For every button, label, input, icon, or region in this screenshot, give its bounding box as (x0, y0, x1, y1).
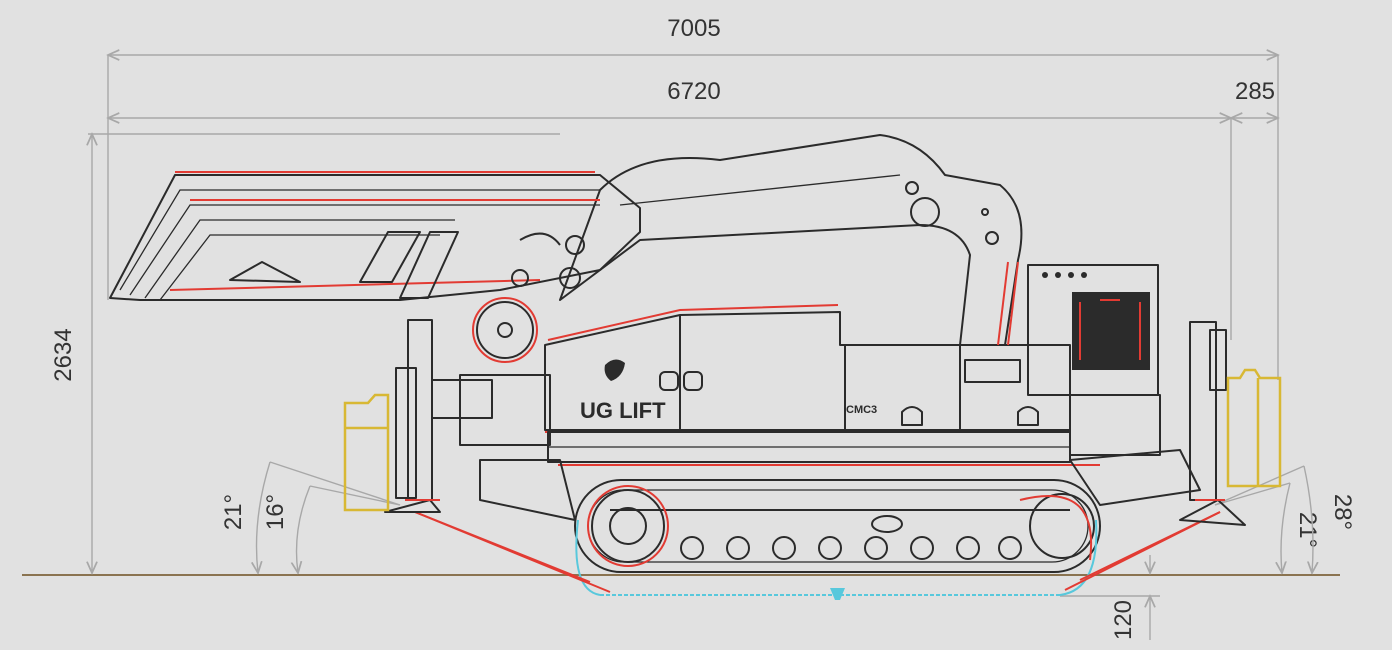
winch-assembly (459, 297, 551, 446)
dim-label-overall-length: 7005 (667, 15, 720, 42)
rear-control-box (1027, 264, 1161, 456)
angle-label-rear-inner: 21° (1294, 512, 1321, 548)
track-ground-profile (575, 519, 1098, 600)
angle-front-outer: 21° (220, 461, 401, 573)
spider-crane-illustration: UG LIFT CMC3 (109, 134, 1282, 600)
dim-label-ground-clearance: 120 (1110, 600, 1137, 640)
dim-label-height: 2634 (50, 328, 77, 381)
rear-outrigger (1179, 321, 1282, 526)
dimension-ground-clearance: 120 (1060, 555, 1160, 640)
angle-label-front-inner: 16° (262, 494, 289, 530)
angle-front-inner: 16° (262, 485, 401, 573)
main-boom (559, 134, 1023, 346)
front-outrigger-pad (343, 393, 390, 512)
rear-outrigger-pad (1226, 368, 1282, 488)
model-badge-text: CMC3 (846, 404, 877, 416)
track-rollers (680, 536, 1022, 560)
stability-lines (414, 511, 1221, 593)
brand-logo: UG LIFT (580, 359, 703, 423)
dimension-transport-length: 6720 (108, 78, 1231, 340)
angle-label-front-outer: 21° (220, 494, 247, 530)
dimension-height: 2634 (50, 134, 560, 573)
dimension-overall-length: 7005 (108, 15, 1278, 380)
dim-label-outrigger-overhang: 285 (1235, 78, 1275, 105)
angle-label-rear-outer: 28° (1329, 494, 1356, 530)
front-outrigger (343, 319, 493, 513)
chassis-body (479, 304, 1201, 521)
folded-jib (109, 171, 641, 301)
dim-label-transport-length: 6720 (667, 78, 720, 105)
dimension-outrigger-overhang: 285 (1231, 78, 1278, 118)
angle-rear-inner: 21° (1214, 482, 1321, 573)
model-badge: CMC3 (846, 404, 1039, 426)
control-panel (1072, 292, 1150, 370)
crawler-track (574, 479, 1101, 573)
brand-logo-text: UG LIFT (580, 398, 666, 423)
angle-rear-outer: 28° (1214, 465, 1356, 573)
